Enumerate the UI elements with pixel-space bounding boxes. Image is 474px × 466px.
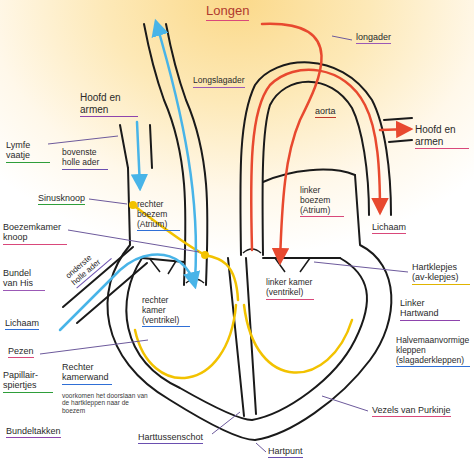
leader-line — [68, 230, 199, 252]
part-label: Linker Hartwand — [400, 298, 460, 321]
bundle-branch — [244, 305, 352, 373]
part-label: Hoofd en armen — [80, 92, 138, 117]
part-label: Longslagader — [193, 76, 245, 88]
part-label: Hartklepjes (av-klepjes) — [412, 262, 470, 285]
part-label: Hartpunt — [268, 446, 303, 458]
leader-line — [212, 412, 240, 434]
flow-arrow — [156, 22, 196, 280]
leader-line — [314, 262, 408, 272]
leader-line — [332, 36, 352, 40]
leader-line — [48, 136, 118, 144]
part-label: voorkomen het doorslaan van de hartklepp… — [62, 392, 150, 416]
flow-arrow — [262, 24, 322, 262]
artery-wall — [384, 118, 412, 120]
his-bundle — [205, 255, 238, 300]
flow-arrow — [137, 122, 140, 188]
part-label: aorta — [315, 106, 336, 118]
artery-wall — [240, 62, 391, 255]
flow-arrow — [380, 129, 410, 130]
sinus-node — [129, 201, 137, 209]
valve-line — [263, 257, 340, 259]
heart-inner-wall — [126, 258, 367, 420]
part-label: Lymfe vaatje — [6, 140, 50, 163]
part-label: Rechter kamerwand — [62, 362, 112, 385]
part-label: Halvemaanvormige kleppen (slagaderkleppe… — [396, 336, 470, 367]
atrium-outline — [263, 170, 355, 182]
part-label: Harttussenschot — [138, 432, 203, 444]
part-label: Lichaam — [5, 318, 39, 330]
part-label: Hoofd en armen — [415, 124, 469, 149]
heart-outline — [107, 168, 391, 440]
part-label: Longen — [206, 4, 249, 21]
part-label: rechter boezem (Atrium) — [137, 200, 180, 231]
leader-line — [40, 340, 148, 354]
part-label: longader — [356, 32, 391, 44]
part-label: Lichaam — [372, 222, 406, 234]
part-label: Pezen — [8, 346, 34, 358]
part-label: onderste holle ader — [64, 243, 112, 288]
artery-wall — [263, 82, 369, 255]
part-label: Sinusknoop — [38, 193, 85, 205]
vein-wall — [150, 125, 152, 168]
part-label: bovenste holle ader — [62, 148, 108, 170]
artery-wall — [389, 140, 412, 142]
part-label: linker boezem (Atrium) — [300, 186, 344, 217]
part-label: Bundel van His — [3, 268, 45, 291]
flow-arrow — [251, 70, 380, 250]
part-label: rechter kamer (ventrikel) — [142, 296, 190, 327]
part-label: Vezels van Purkinje — [372, 405, 451, 417]
leader-line — [256, 443, 266, 452]
leader-line — [322, 396, 368, 411]
leader-line — [89, 199, 127, 204]
part-label: linker kamer (ventrikel) — [266, 278, 314, 300]
part-label: Papillair-spiertjes — [3, 370, 53, 393]
vein-wall — [120, 125, 128, 168]
part-label: Boezemkamer knoop — [3, 222, 67, 245]
av-node — [201, 251, 209, 259]
part-label: Bundeltakken — [6, 426, 61, 438]
valve-flap — [150, 259, 176, 274]
